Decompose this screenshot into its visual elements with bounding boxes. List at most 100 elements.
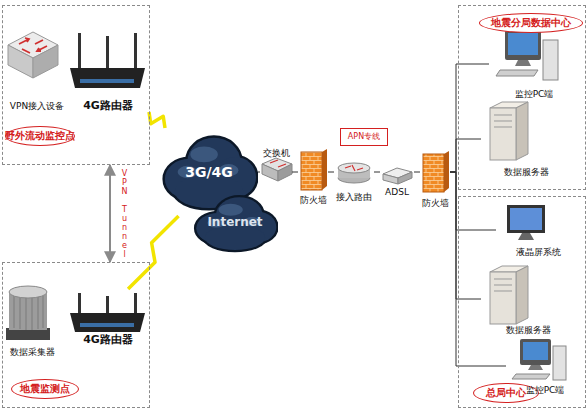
router-icon xyxy=(70,33,145,88)
monitor-screen xyxy=(508,33,538,55)
router-body xyxy=(70,68,145,88)
monitor-frame xyxy=(505,30,541,60)
server-icon xyxy=(490,266,528,324)
server-icon xyxy=(490,102,528,160)
router-body xyxy=(70,313,145,332)
device-node: 接入路由 xyxy=(334,158,374,202)
cloud-label: Internet xyxy=(207,216,262,230)
antenna xyxy=(134,33,137,70)
site-title: 地震监测点 xyxy=(11,379,79,399)
router-top xyxy=(338,163,370,173)
network-line xyxy=(450,172,496,230)
router-panel xyxy=(80,323,134,327)
device-node: 数据服务器 xyxy=(481,263,576,335)
cloud-highlight xyxy=(190,146,217,162)
arrow-symbol xyxy=(19,38,47,53)
firewall-wall xyxy=(423,154,444,192)
collector-grooves xyxy=(14,295,43,330)
collector-icon xyxy=(6,286,50,340)
pc-tower xyxy=(553,346,566,380)
monitor-frame xyxy=(520,339,551,365)
vpn-device-icon xyxy=(8,32,58,78)
network-line xyxy=(450,64,489,172)
device-label: 数据采集器 xyxy=(10,347,55,357)
device-node: 4G路由器 xyxy=(67,29,149,113)
device-node: 液晶屏系统 xyxy=(496,203,581,257)
device-label: VPN接入设备 xyxy=(10,101,64,111)
server-side xyxy=(516,266,528,324)
network-cloud: Internet xyxy=(192,190,278,256)
site-group: 总局中心液晶屏系统数据服务器监控PC端 xyxy=(458,196,586,408)
device-label: 监控PC端 xyxy=(515,89,554,99)
device-face xyxy=(262,164,278,181)
tunnel-arrow xyxy=(109,165,111,262)
server-side xyxy=(516,102,528,160)
site-group: 野外流动监控点 VPN接入设备 4G路由器 xyxy=(2,5,150,165)
monitor-screen xyxy=(523,342,548,360)
wireless-link xyxy=(128,216,179,289)
arrow-symbol xyxy=(345,165,363,171)
device-label: 防火墙 xyxy=(422,198,449,208)
keyboard xyxy=(496,70,538,76)
router-panel xyxy=(80,79,134,83)
firewall-wall xyxy=(301,152,322,190)
antenna xyxy=(78,293,81,315)
antenna xyxy=(134,293,137,315)
site-title: 野外流动监控点 xyxy=(5,126,75,146)
device-label: 液晶屏系统 xyxy=(516,247,561,257)
monitor-screen xyxy=(510,208,542,230)
device-label: 防火墙 xyxy=(300,195,327,205)
device-face xyxy=(398,172,412,184)
device-label: APN专线 xyxy=(348,132,380,141)
cloud-highlight xyxy=(219,204,243,216)
device-node: 数据采集器 xyxy=(4,283,60,357)
network-line xyxy=(450,172,481,299)
cloud-label: 3G/4G xyxy=(185,164,233,180)
device-label: 数据服务器 xyxy=(504,167,549,177)
device-node: VPN接入设备 xyxy=(6,29,68,111)
router-icon xyxy=(70,293,145,332)
antenna xyxy=(106,36,109,70)
collector-top xyxy=(9,286,47,298)
server-front xyxy=(490,272,516,324)
site-group: 地震监测点 数据采集器 4G路由器 xyxy=(2,262,150,408)
network-line xyxy=(328,172,334,173)
network-line xyxy=(258,172,260,173)
device-node: 监控PC端 xyxy=(506,337,584,395)
device-label: 监控PC端 xyxy=(526,385,565,395)
device-node: 监控PC端 xyxy=(489,29,579,99)
network-line xyxy=(450,139,481,172)
firewall-icon xyxy=(301,149,327,190)
switch-icon xyxy=(262,158,292,181)
device-node: ADSL xyxy=(380,165,414,197)
device-face xyxy=(8,45,33,78)
device-label: 4G路由器 xyxy=(83,334,133,347)
drive-bays xyxy=(494,279,512,291)
device-label: 数据服务器 xyxy=(506,325,551,335)
monitor-stand xyxy=(515,60,531,66)
network-line xyxy=(374,172,380,173)
device-label: 交换机 xyxy=(263,148,290,158)
drive-bays xyxy=(494,115,512,127)
monitor-stand xyxy=(528,365,543,370)
access-router-icon xyxy=(338,163,370,183)
device-node: 防火墙 xyxy=(298,145,328,205)
site-group: 地震分局数据中心监控PC端数据服务器 xyxy=(458,5,586,190)
pc-icon xyxy=(496,30,558,80)
network-line xyxy=(414,172,420,173)
firewall-side xyxy=(322,149,327,190)
link-label: VPN Tunnel xyxy=(120,169,128,259)
arrow-symbol xyxy=(270,160,286,167)
device-node: 4G路由器 xyxy=(67,289,149,347)
network-line xyxy=(292,172,298,173)
firewall-icon xyxy=(423,151,449,192)
site-title: 地震分局数据中心 xyxy=(479,13,583,33)
device-node: 数据服务器 xyxy=(481,101,571,177)
device-node: 交换机 xyxy=(260,148,292,190)
lcd-icon xyxy=(507,205,545,240)
antenna xyxy=(78,33,81,70)
line-tag-box: APN专线 xyxy=(340,128,388,146)
device-label: 4G路由器 xyxy=(83,100,133,113)
